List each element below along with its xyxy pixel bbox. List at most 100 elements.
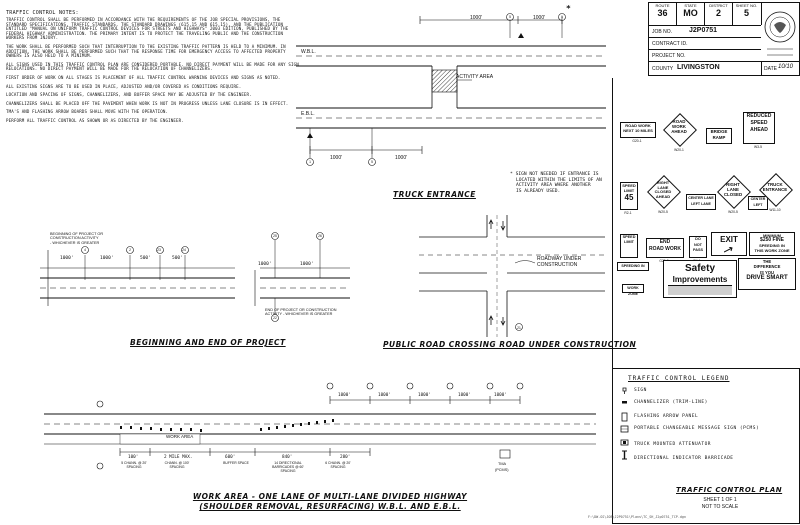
note-paragraph: THE WORK SHALL BE PERFORMED SUCH THAT IN… xyxy=(6,43,286,59)
district-cell: DISTRICT 2 xyxy=(705,3,733,25)
note-paragraph: PERFORM ALL TRAFFIC CONTROL AS SHOWN OR … xyxy=(6,117,184,123)
note-paragraph: FIRST ORDER OF WORK ON ALL STAGES IS PLA… xyxy=(6,74,281,80)
contract-row: CONTRACT ID. xyxy=(649,37,761,50)
arrow-icon xyxy=(724,247,733,253)
sign-work-zone: WORK ZONE xyxy=(622,284,644,296)
dim-label: 1000' xyxy=(300,262,314,267)
job-row: JOB NO. J2P0751 xyxy=(649,25,761,38)
route-cell: ROUTE 36 xyxy=(649,3,677,25)
work-area-note: 14 DIRECTIONAL BARRICADES @ 60' SPACING xyxy=(272,461,304,473)
work-area-note: 5 CHANN. @ 20' SPACING xyxy=(121,461,147,469)
dim-label: 1000' xyxy=(60,256,74,261)
legend-item: CHANNELIZER (TRIM-LINE) xyxy=(634,400,708,405)
work-area-note: BUFFER SPACE xyxy=(223,461,249,465)
dim-label: 2 MILE MAX. xyxy=(164,455,193,460)
work-area-title: WORK AREA - ONE LANE OF MULTI-LANE DIVID… xyxy=(192,492,468,511)
dim-label: 280' xyxy=(340,455,351,460)
end-project-note: END OF PROJECT OR CONSTRUCTION ACTIVITY … xyxy=(265,308,337,317)
work-area-note: 6 CHANN. @ 20' SPACING xyxy=(325,461,351,469)
note-paragraph: LOCATION AND SPACING OF SIGNS, CHANNELIZ… xyxy=(6,92,252,98)
legend-arrow-panel-icon xyxy=(621,412,628,422)
sheet-value: 5 xyxy=(743,8,749,18)
note-paragraph: ALL SIGNS USED IN THIS TRAFFIC CONTROL P… xyxy=(6,61,299,72)
wbl-label: W.B.L. xyxy=(301,49,316,55)
plan-title: TRAFFIC CONTROL PLAN xyxy=(676,486,783,494)
legend-barricade-icon xyxy=(622,450,627,460)
legend-item: TRUCK MOUNTED ATTENUATOR xyxy=(634,442,712,447)
dim-label: 1000' xyxy=(378,393,391,398)
title-block: ROUTE 36 STATE MO DISTRICT 2 SHEET NO. 5… xyxy=(648,2,800,76)
legend-item: FLASHING ARROW PANEL xyxy=(634,414,699,419)
legend-title: TRAFFIC CONTROL LEGEND xyxy=(628,375,730,382)
callout-number: 22 xyxy=(273,316,277,320)
legend-sign-icon xyxy=(622,387,627,394)
sign-code: R2-1 xyxy=(624,211,632,215)
callout-number: 5 xyxy=(509,15,511,19)
plan-scale-label: NOT TO SCALE xyxy=(701,504,739,510)
dim-label: 1000' xyxy=(494,393,507,398)
dim-label: 600' xyxy=(225,455,236,460)
work-area-label: WORK AREA xyxy=(166,434,194,439)
sign-panel xyxy=(612,78,799,368)
callout-number: 4 xyxy=(84,248,86,252)
sign-safety-improvements: Safety Improvements xyxy=(663,260,737,298)
dim-label: 1000' xyxy=(100,256,114,261)
crossing-title: PUBLIC ROAD CROSSING ROAD UNDER CONSTRUC… xyxy=(383,340,637,349)
sponsor-bar xyxy=(668,285,732,295)
star-marker: * xyxy=(566,4,571,13)
notes-list: TRAFFIC CONTROL SHALL BE PERFORMED IN AC… xyxy=(6,17,302,128)
work-area-diagram xyxy=(44,382,596,470)
state-cell: STATE MO xyxy=(677,3,705,25)
legend-tma-icon xyxy=(620,439,629,446)
callout-number: 24 xyxy=(182,248,186,252)
callout-number: 5 xyxy=(371,160,373,164)
roadway-under-construction-label: ROADWAY UNDER CONSTRUCTION xyxy=(537,256,582,268)
callout-number: 23 xyxy=(157,248,161,252)
sign-code: W20-5 xyxy=(728,210,738,214)
dim-label: 840' xyxy=(282,455,293,460)
file-path: F:\DW-GS\JOB\J2P0751\Plans\TC_SH_J2p0751… xyxy=(588,515,686,519)
sign-code: W11-10 xyxy=(769,208,781,212)
note-paragraph: ALL EXISTING SIGNS ARE TO BE USED IN PLA… xyxy=(6,83,242,89)
tma-label: TMA xyxy=(498,462,507,466)
engineer-seal-icon xyxy=(764,11,796,56)
dim-label: 100' xyxy=(128,455,139,460)
begin-end-diagram xyxy=(40,232,350,322)
dim-label: 1000' xyxy=(458,393,471,398)
sign-code: G20-1 xyxy=(632,139,642,143)
dim-label: 500' xyxy=(140,256,151,261)
dim-label: 1000' xyxy=(338,393,351,398)
county-row: COUNTY LIVINGSTON DATE 10/10 xyxy=(649,61,799,76)
work-area-note: CHANN. @ 100' SPACING xyxy=(164,461,190,469)
ebl-label: E.B.L. xyxy=(301,111,315,117)
sign-code: W20-5 xyxy=(658,210,668,214)
callout-number: 1 xyxy=(309,160,311,164)
callout-number: 26 xyxy=(318,234,322,238)
dim-label: 1000' xyxy=(258,262,272,267)
legend-symbols xyxy=(620,387,629,460)
legend-item: PORTABLE CHANGEABLE MESSAGE SIGN (PCMS) xyxy=(634,426,760,431)
note-paragraph: TMA'S AND FLASHING ARROW BOARDS SHALL MO… xyxy=(6,109,169,115)
legend-item: SIGN xyxy=(634,388,647,393)
begin-end-title: BEGINNING AND END OF PROJECT xyxy=(130,338,286,347)
dim-label: 1000' xyxy=(470,15,483,21)
dim-label: 500' xyxy=(172,256,183,261)
sign-speeding-fine: SPEEDING IN xyxy=(617,262,649,271)
begin-project-note: BEGINNING OF PROJECT OR CONSTRUCTION ACT… xyxy=(50,232,104,245)
notes-title: TRAFFIC CONTROL NOTES: xyxy=(6,10,79,16)
plan-sheet-label: SHEET 1 OF 1 xyxy=(703,497,737,503)
project-row: PROJECT NO. xyxy=(649,49,761,62)
sign-code: W20-1 xyxy=(674,148,684,152)
activity-area-label: ACTIVITY AREA xyxy=(456,74,494,80)
